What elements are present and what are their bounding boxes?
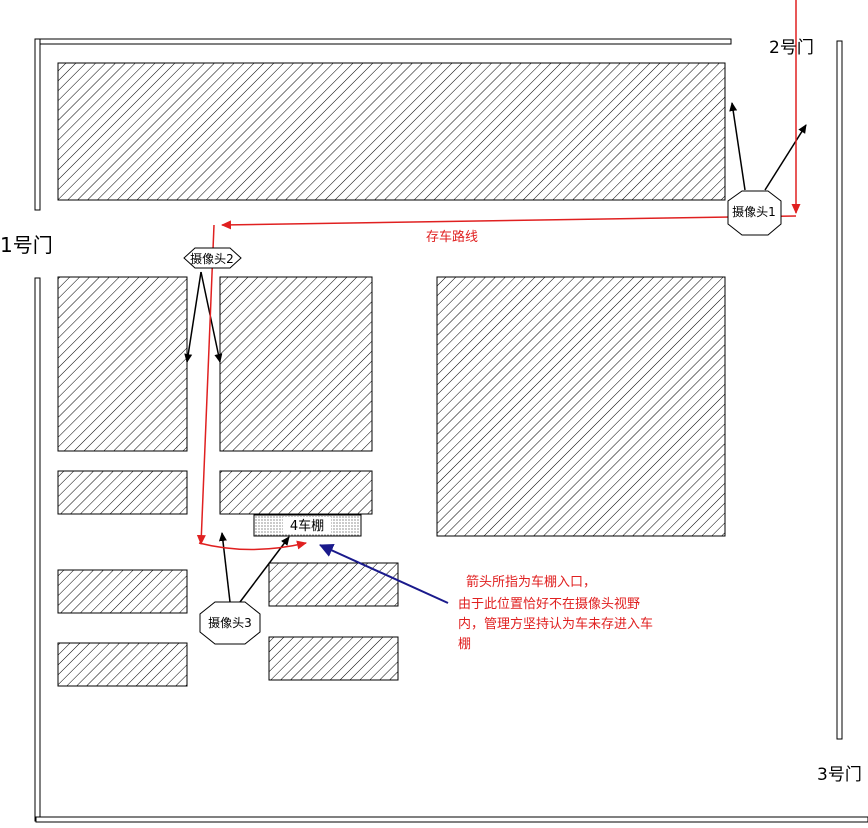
cam1-view-line-left xyxy=(729,102,746,191)
gate-3-label: 3号门 xyxy=(817,765,862,785)
camera-3: 摄像头3 xyxy=(199,601,261,645)
camera-1-icon xyxy=(727,190,782,236)
shed-4: 4车棚 xyxy=(253,514,362,537)
shed-4-label: 4车棚 xyxy=(290,518,324,534)
cam2-view-line-left xyxy=(184,271,202,363)
building-strip-1 xyxy=(57,470,188,515)
annotation-text: 箭头所指为车棚入口， 由于此位置恰好不在摄像头视野 内，管理方坚持认为车未存进入… xyxy=(458,574,653,652)
building-strip-3 xyxy=(57,569,188,614)
annotation-line-3: 内，管理方坚持认为车未存进入车 xyxy=(458,616,653,632)
building-strip-2 xyxy=(219,470,373,515)
building-strip-6 xyxy=(268,636,399,681)
parking-route xyxy=(196,0,801,551)
camera-2-icon xyxy=(183,247,242,269)
gate-2-label: 2号门 xyxy=(769,38,814,58)
camera-2: 摄像头2 xyxy=(183,247,242,269)
route-segment-south xyxy=(196,224,215,545)
east-wall xyxy=(836,40,843,740)
west-wall-lower xyxy=(34,277,41,822)
cam1-view-line-right xyxy=(764,124,807,191)
site-walls xyxy=(34,38,868,823)
gate-1-label: 1号门 xyxy=(0,233,53,257)
route-label: 存车路线 xyxy=(426,229,478,245)
route-segment-west xyxy=(221,215,797,230)
north-wall xyxy=(35,38,732,45)
west-wall-upper xyxy=(34,38,41,211)
building-strip-4 xyxy=(268,562,399,607)
building-north xyxy=(57,62,726,201)
camera-3-icon xyxy=(199,601,261,645)
cam3-view-line-left xyxy=(218,532,231,603)
annotation-line-4: 棚 xyxy=(458,637,471,652)
camera-1-label: 摄像头1 xyxy=(732,204,776,219)
building-strip-5 xyxy=(57,642,188,687)
south-wall xyxy=(35,816,868,823)
buildings xyxy=(57,62,726,687)
annotation-arrow xyxy=(319,543,449,604)
route-segment-to-shed xyxy=(198,540,307,551)
building-west-1 xyxy=(57,276,188,452)
camera-3-label: 摄像头3 xyxy=(208,615,252,630)
shed-4-label-bg xyxy=(283,517,331,534)
building-east-large xyxy=(436,276,726,537)
camera-1: 摄像头1 xyxy=(727,190,782,236)
annotation-line-1: 箭头所指为车棚入口， xyxy=(466,574,596,590)
camera-2-label: 摄像头2 xyxy=(190,251,234,266)
building-west-2 xyxy=(219,276,373,452)
annotation-line-2: 由于此位置恰好不在摄像头视野 xyxy=(458,597,640,612)
